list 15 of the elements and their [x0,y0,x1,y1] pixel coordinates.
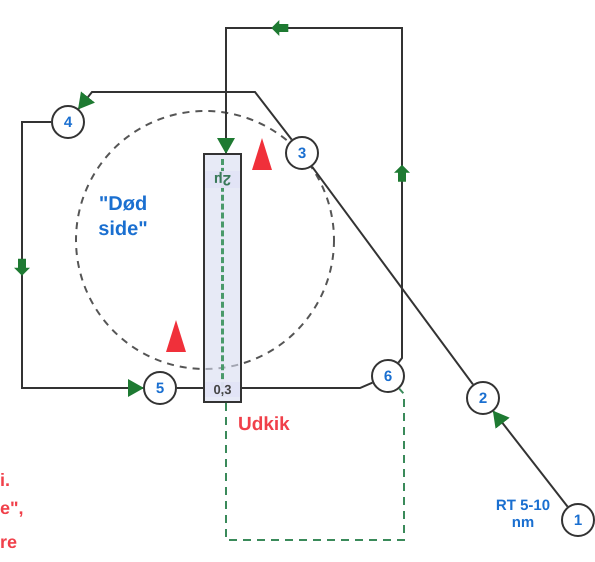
numbered-circle: 3 [285,136,319,170]
zone-label: "Død side" [97,192,149,242]
numbered-circle: 1 [561,503,595,537]
lookout-strip [203,153,242,403]
numbered-circle: 2 [466,381,500,415]
range-note: RT 5-10 nm [494,497,552,531]
numbered-circle: 5 [143,371,177,405]
strip-label: 0,3 [205,382,240,397]
numbered-circle: 6 [371,359,405,393]
cut-off-note: e", [0,497,24,520]
lookout-label: Udkik [238,413,290,437]
numbered-circle: 4 [51,105,85,139]
strip-label: 2µ [205,171,240,188]
cut-off-note: i. [0,469,10,492]
cut-off-note: re [0,531,18,554]
